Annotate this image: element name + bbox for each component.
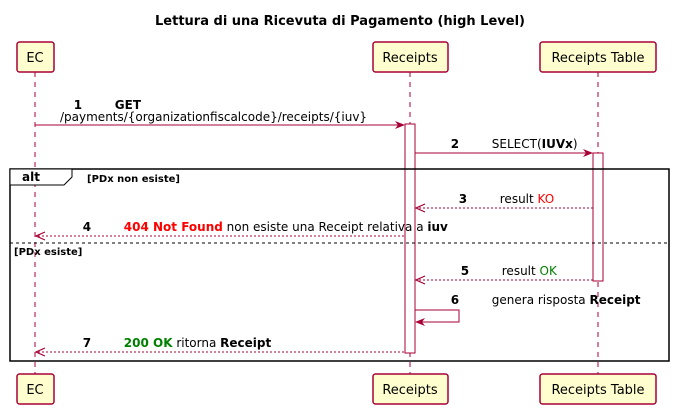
participant-ec-bottom: EC: [16, 373, 55, 405]
message-6-pre: genera risposta: [492, 293, 590, 307]
message-2-seq: 2: [451, 137, 459, 151]
message-5-pre: result: [502, 264, 540, 278]
participant-receipts-table-label-bottom: Receipts Table: [551, 383, 644, 398]
participant-ec-top: EC: [16, 41, 55, 73]
activation-receipts: [404, 123, 416, 354]
message-4-seq: 4: [83, 220, 91, 234]
message-3-seq: 3: [459, 192, 467, 206]
message-2-pre: SELECT(: [492, 137, 542, 151]
message-4-status: 404 Not Found: [124, 220, 223, 234]
alt-guard-1: [PDx non esiste]: [87, 174, 180, 185]
participant-receipts-table-top: Receipts Table: [539, 41, 657, 73]
svg-text:3 result KO: 3 result KO: [432, 192, 573, 206]
svg-text:4 404 Not Found non esis: 4 404 Not Found non esiste una Receipt r…: [56, 220, 467, 234]
message-5-seq: 5: [461, 264, 469, 278]
svg-text:6 genera risposta Receip: 6 genera risposta Receipt: [424, 293, 660, 307]
diagram-title: Lettura di una Ricevuta di Pagamento (hi…: [155, 14, 525, 29]
message-6-seq: 6: [451, 293, 459, 307]
participant-ec-label-bottom: EC: [26, 383, 43, 398]
message-1-path: /payments/{organizationfiscalcode}/recei…: [60, 110, 367, 124]
participant-receipts-label: Receipts: [382, 51, 438, 66]
alt-fragment: alt [PDx non esiste] [PDx esiste]: [9, 168, 670, 362]
message-1-method: GET: [115, 98, 142, 112]
alt-keyword: alt: [22, 170, 40, 184]
message-7-bold: Receipt: [220, 336, 271, 350]
svg-text:1 GET: 1 GET: [47, 98, 160, 112]
message-2-post: ): [573, 137, 578, 151]
message-3-pre: result: [500, 192, 538, 206]
message-6-bold: Receipt: [589, 293, 640, 307]
message-7-seq: 7: [83, 336, 91, 350]
participant-receipts-bottom: Receipts: [372, 373, 449, 405]
message-3: 3 result KO: [416, 192, 593, 208]
message-7-text: ritorna: [173, 336, 221, 350]
message-1: 1 GET /payments/{organizationfiscalcode}…: [35, 98, 405, 129]
alt-guard-2: [PDx esiste]: [14, 247, 82, 258]
message-2-bold: IUVx: [542, 137, 573, 151]
message-7-status: 200 OK: [124, 336, 173, 350]
participant-receipts-table-bottom: Receipts Table: [539, 373, 657, 405]
participant-ec-label: EC: [26, 51, 43, 66]
message-5-result: OK: [540, 264, 558, 278]
activation-receipts-table: [592, 152, 604, 282]
svg-text:7 200 OK ritorna Receipt: 7 200 OK ritorna Receipt: [56, 336, 290, 350]
message-1-seq: 1: [74, 98, 82, 112]
message-4-text: non esiste una Receipt relativa a: [223, 220, 428, 234]
message-4-bold: iuv: [427, 220, 448, 234]
message-6: 6 genera risposta Receipt: [415, 293, 660, 326]
message-3-result: KO: [538, 192, 555, 206]
message-5: 5 result OK: [416, 264, 593, 280]
participant-receipts-table-label: Receipts Table: [551, 51, 644, 66]
message-4: 4 404 Not Found non esiste una Receipt r…: [36, 220, 467, 236]
message-7: 7 200 OK ritorna Receipt: [36, 336, 404, 352]
participant-receipts-label-bottom: Receipts: [382, 383, 438, 398]
svg-text:2 SELECT(IUVx): 2 SELECT(IUVx): [424, 137, 597, 151]
participant-receipts-top: Receipts: [372, 41, 449, 73]
svg-text:5 result OK: 5 result OK: [434, 264, 576, 278]
message-2: 2 SELECT(IUVx): [415, 137, 597, 157]
